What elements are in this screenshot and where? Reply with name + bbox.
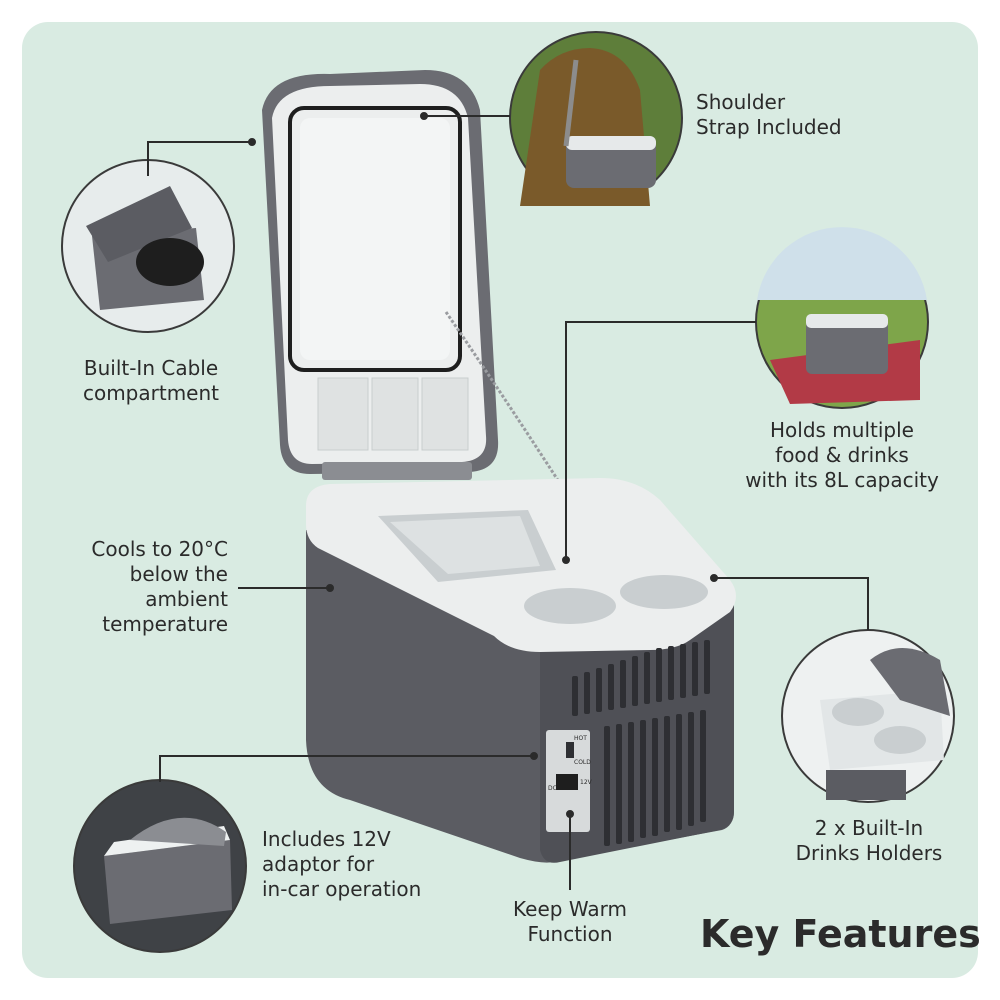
label-12v: 12V — [580, 779, 593, 786]
shoulder-strap-image — [509, 31, 683, 206]
key-features-title: Key Features — [700, 912, 981, 956]
in-car-adaptor-image — [73, 779, 247, 953]
label-dc: DC — [548, 785, 557, 792]
cable-compartment-image — [61, 159, 235, 333]
picnic-capacity-image — [755, 227, 929, 409]
cooler-illustration — [262, 70, 736, 863]
drinks-holders-image — [781, 629, 955, 803]
label-cold: COLD — [574, 759, 591, 766]
label-hot: HOT — [574, 735, 587, 742]
